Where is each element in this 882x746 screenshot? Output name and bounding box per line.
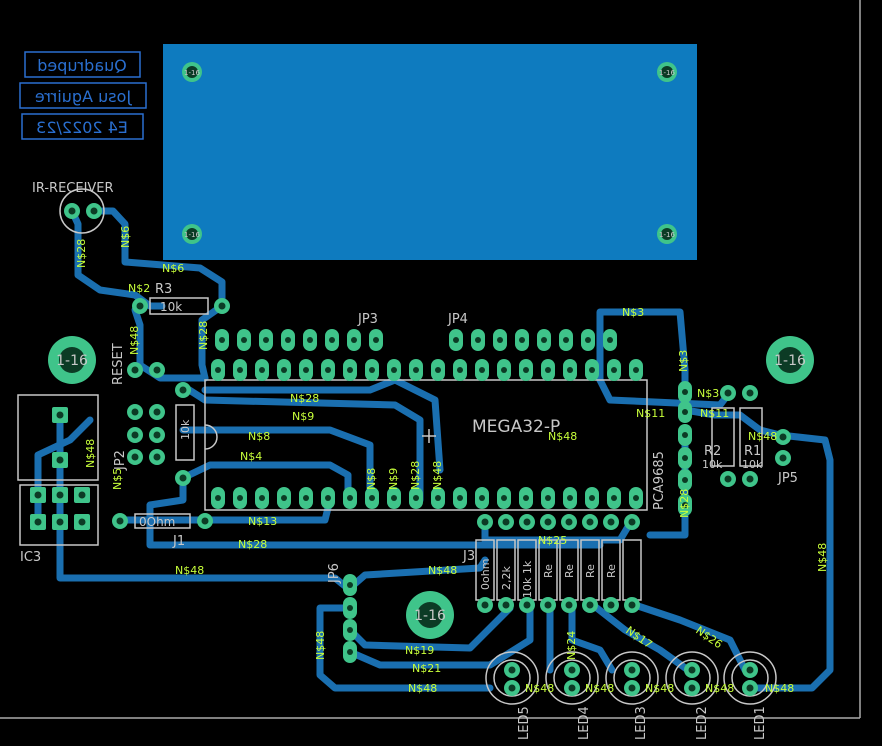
net-label: N$28 — [290, 392, 319, 405]
net-label: N$24 — [565, 631, 578, 660]
ohm-label: 0Ohm — [139, 515, 175, 529]
net-label: N$9 — [292, 410, 314, 423]
pour-hole-tr — [657, 62, 677, 82]
net-label: N$4 — [240, 450, 262, 463]
j1-label: J1 — [172, 534, 185, 549]
net-label: N$8 — [365, 468, 378, 490]
pca-label: PCA9685 — [652, 451, 667, 510]
net-label: N$48 — [816, 543, 829, 572]
mounting-holes: 1-16 1-16 1-16 1-16 1-16 1-16 1-16 — [48, 62, 814, 639]
copper-pour — [163, 44, 697, 260]
net-label: N$6 — [162, 262, 184, 275]
net-label: N$48 — [314, 631, 327, 660]
net-label: N$48 — [645, 682, 674, 695]
r3-label: R3 — [155, 282, 172, 297]
mega-label: MEGA32-P — [472, 417, 560, 437]
jp2-label: JP2 — [113, 450, 128, 471]
net-label: N$48 — [525, 682, 554, 695]
res-label-3: 10k 1k — [521, 560, 534, 598]
pour-hole-tl — [182, 62, 202, 82]
r2-label: R2 — [704, 444, 721, 459]
net-label: N$19 — [405, 644, 434, 657]
jp6-label: JP6 — [327, 563, 342, 584]
res-label-7: Re — [605, 564, 618, 578]
logo-text-2: Josu Aguirre — [35, 87, 132, 106]
r2-value: 10k — [702, 458, 723, 471]
jp4-label: JP4 — [447, 312, 468, 327]
res-label-6: Re — [584, 564, 597, 578]
r10k-vertical-label: 10k — [179, 419, 192, 440]
net-label: N$2 — [128, 282, 150, 295]
component-labels: IR-RECEIVER R3 10k RESET JP3 JP4 MEGA32-… — [20, 181, 798, 740]
r3-value: 10k — [160, 300, 182, 314]
net-label: N$28 — [238, 538, 267, 551]
net-label: N$48 — [128, 326, 141, 355]
net-label: N$3 — [622, 306, 644, 319]
res-label-5: Re — [563, 564, 576, 578]
silkscreen — [17, 188, 777, 705]
net-label: N$5 — [111, 468, 124, 490]
net-label: N$8 — [248, 430, 270, 443]
pour-hole-label-bl: 1-16 — [184, 231, 200, 239]
net-label: N$28 — [409, 461, 422, 490]
mount-hole-bottom — [406, 591, 454, 639]
net-label: N$17 — [623, 624, 654, 651]
net-label: N$28 — [197, 321, 210, 350]
led1-label: LED1 — [753, 706, 768, 740]
logo-text-3: E4 2022/23 — [36, 118, 128, 137]
pour-hole-label-tr: 1-16 — [659, 69, 675, 77]
net-label: N$48 — [408, 682, 437, 695]
net-label: N$48 — [84, 439, 97, 468]
logo-block: Quadruped Josu Aguirre E4 2022/23 — [19, 51, 147, 140]
ic3-label: IC3 — [20, 550, 41, 565]
led4-label: LED4 — [577, 706, 592, 740]
mount-label-bottom: 1-16 — [414, 608, 446, 624]
net-label: N$48 — [175, 564, 204, 577]
j3-label: J3 — [462, 549, 475, 564]
reset-label: RESET — [111, 343, 126, 385]
led5-label: LED5 — [517, 706, 532, 740]
pour-hole-label-tl: 1-16 — [184, 69, 200, 77]
net-label: N$48 — [748, 430, 777, 443]
led2-label: LED2 — [695, 706, 710, 740]
traces — [34, 207, 834, 692]
led3-label: LED3 — [634, 706, 649, 740]
net-label: N$48 — [548, 430, 577, 443]
mount-label-right: 1-16 — [774, 353, 806, 369]
net-label: N$6 — [119, 226, 132, 248]
net-label: N$9 — [387, 468, 400, 490]
net-label: N$48 — [705, 682, 734, 695]
logo-text-1: Quadruped — [37, 56, 127, 75]
res-label-1: 0ohm — [479, 559, 492, 590]
pour-hole-label-br: 1-16 — [659, 231, 675, 239]
ir-receiver-label: IR-RECEIVER — [32, 181, 114, 196]
mount-hole-right — [766, 336, 814, 384]
net-label: N$13 — [248, 515, 277, 528]
net-label: N$48 — [585, 682, 614, 695]
res-label-2: 2,2k — [500, 566, 513, 590]
pour-hole-bl — [182, 224, 202, 244]
net-label: N$28 — [678, 489, 691, 518]
board-outline — [0, 0, 861, 719]
net-label: N$11 — [700, 407, 729, 420]
net-label: N$21 — [412, 662, 441, 675]
jp3-label: JP3 — [357, 312, 378, 327]
r1-value: 10k — [742, 458, 763, 471]
net-label: N$25 — [538, 534, 567, 547]
r1-label: R1 — [744, 444, 761, 459]
net-label: N$11 — [636, 407, 665, 420]
net-label: N$48 — [431, 461, 444, 490]
pour-hole-br — [657, 224, 677, 244]
jp5-label: JP5 — [777, 471, 798, 486]
net-label: N$48 — [765, 682, 794, 695]
net-label: N$3 — [677, 350, 690, 372]
mount-hole-left — [48, 336, 96, 384]
net-label: N$28 — [75, 239, 88, 268]
net-label: N$48 — [428, 564, 457, 577]
res-label-4: Re — [542, 564, 555, 578]
mount-label-left: 1-16 — [56, 353, 88, 369]
net-label: N$3 — [697, 387, 719, 400]
